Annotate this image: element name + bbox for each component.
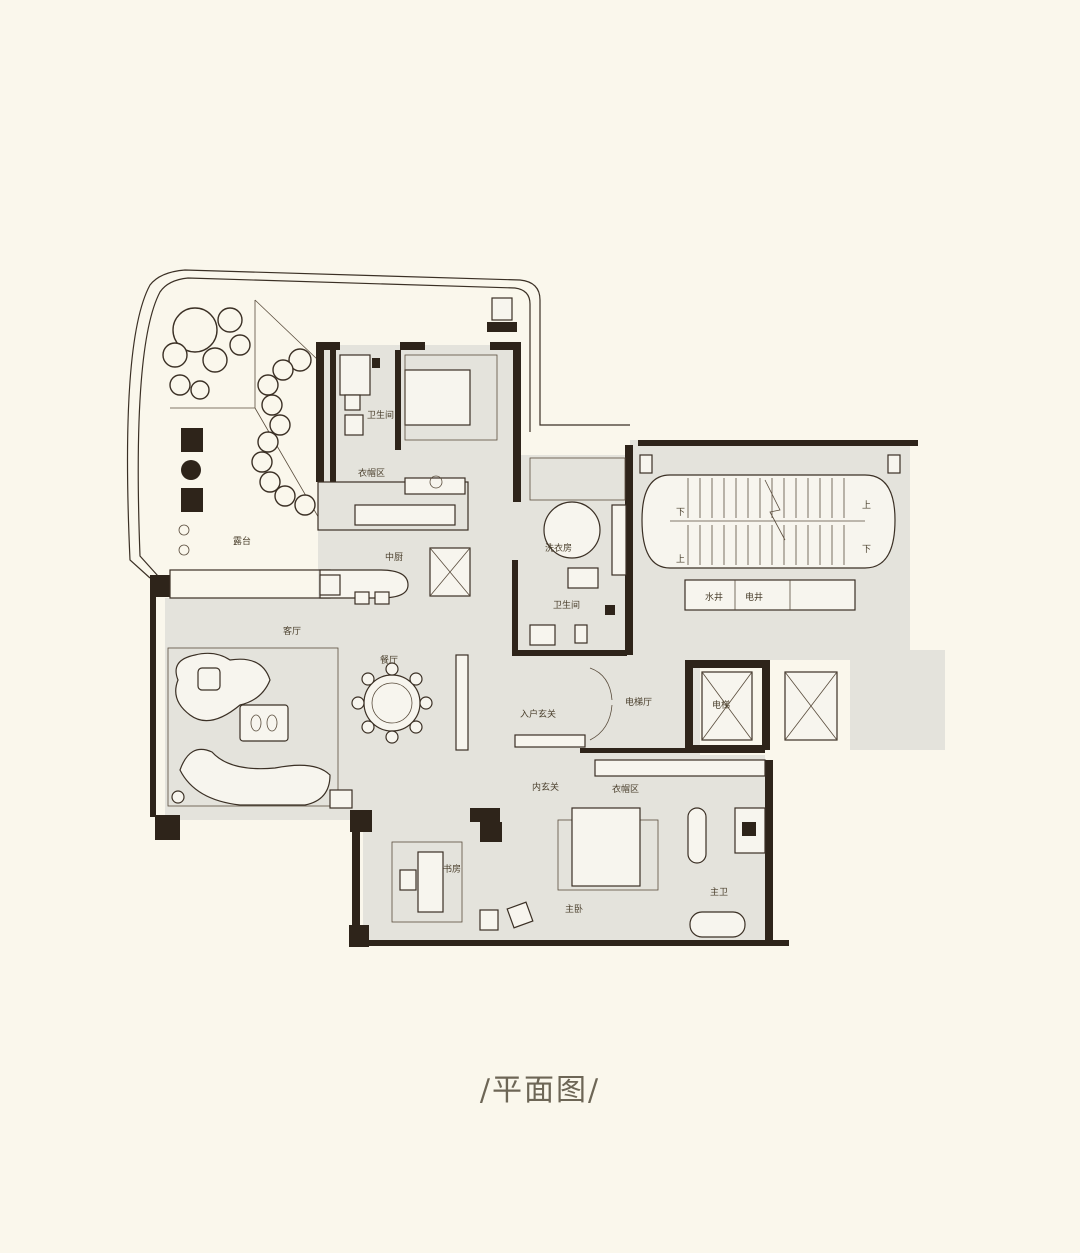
bedroom-study xyxy=(391,807,766,938)
label-electric-shaft: 电井 xyxy=(745,591,763,603)
room-labels: 露台 卫生间 衣帽区 中厨 洗衣房 卫生间 客厅 餐厅 入户玄关 电梯厅 内玄关… xyxy=(233,409,871,915)
terrace-area xyxy=(126,269,630,579)
walls xyxy=(150,342,918,947)
label-living: 客厅 xyxy=(283,625,301,637)
shrub-planting xyxy=(251,348,316,516)
laundry-bath xyxy=(529,457,627,646)
label-elevator: 电梯 xyxy=(712,699,730,711)
elevators xyxy=(701,671,838,741)
label-entry: 入户玄关 xyxy=(520,708,556,720)
label-laundry: 洗衣房 xyxy=(545,542,572,554)
stair-core xyxy=(639,454,901,611)
plan-caption: /平面图/ xyxy=(479,1073,601,1108)
label-stair-up-2: 上 xyxy=(676,554,685,565)
upper-suite xyxy=(339,354,498,526)
tree-cluster xyxy=(162,307,251,400)
label-stair-up-1: 上 xyxy=(862,500,871,511)
label-terrace: 露台 xyxy=(233,535,251,547)
label-master-bedroom: 主卧 xyxy=(565,903,583,915)
label-inner-foyer: 内玄关 xyxy=(532,781,559,793)
dining-area xyxy=(351,654,469,751)
label-stair-down-2: 下 xyxy=(862,545,871,555)
label-study: 书房 xyxy=(443,863,461,875)
label-kitchen: 中厨 xyxy=(385,551,403,563)
label-bathroom-top: 卫生间 xyxy=(367,409,394,421)
label-wardrobe: 衣帽区 xyxy=(612,783,639,795)
label-stair-down-1: 下 xyxy=(676,508,685,518)
label-guest-bath: 卫生间 xyxy=(553,599,580,611)
entry xyxy=(514,667,766,777)
label-master-bath: 主卫 xyxy=(710,886,728,898)
label-wardrobe-top: 衣帽区 xyxy=(358,467,385,479)
kitchen xyxy=(319,547,471,605)
living-room xyxy=(167,647,353,809)
label-elevator-hall: 电梯厅 xyxy=(625,696,652,708)
label-dining: 餐厅 xyxy=(380,654,398,666)
label-water-shaft: 水井 xyxy=(705,591,723,603)
